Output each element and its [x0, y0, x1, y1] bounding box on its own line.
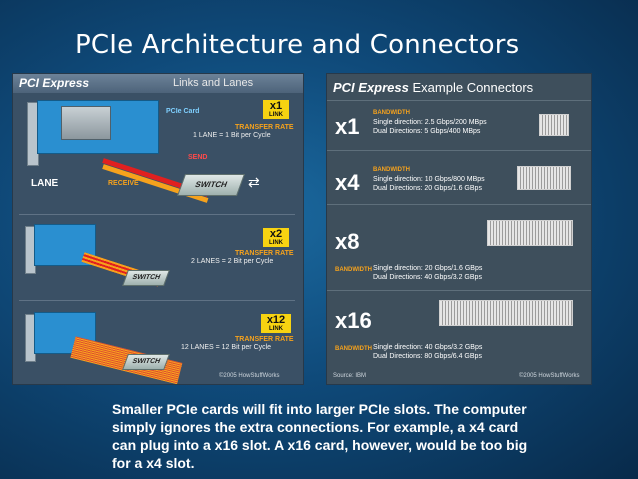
slot-x1: [539, 114, 569, 136]
lane-label: LANE: [31, 178, 59, 189]
left-header-brand: PCI Express: [19, 76, 90, 90]
connector-label-x1: x1: [335, 114, 360, 139]
dual-direction-x4: Dual Directions: 20 Gbps/1.6 GBps: [373, 185, 482, 192]
divider: [327, 150, 591, 151]
divider: [327, 100, 591, 101]
lane-badge-text: x1: [269, 100, 283, 112]
single-direction-x1: Single direction: 2.5 Gbps/200 MBps: [373, 119, 487, 126]
connector-label-x16: x16: [335, 308, 372, 333]
link-word: LINK: [269, 240, 283, 246]
slide-title: PCIe Architecture and Connectors: [75, 30, 520, 60]
divider: [19, 214, 295, 215]
bandwidth-label: BANDWIDTH: [373, 110, 410, 116]
lane-badge-text: x2: [269, 228, 283, 240]
transfer-rate-label: TRANSFER RATE: [235, 124, 294, 131]
bandwidth-label: BANDWIDTH: [373, 167, 410, 173]
slide-caption: Smaller PCIe cards will fit into larger …: [112, 401, 528, 471]
slot-x8: [487, 220, 573, 246]
lane-badge-text: x12: [266, 314, 286, 326]
left-copyright: ©2005 HowStuffWorks: [219, 373, 280, 379]
right-copyright: ©2005 HowStuffWorks: [519, 373, 580, 379]
lane-badge-x2: x2 LINK: [263, 228, 289, 247]
switch-chip-3: SWITCH: [122, 354, 170, 370]
transfer-rate-x1: 1 LANE = 1 Bit per Cycle: [193, 132, 271, 139]
lane-badge-x12: x12 LINK: [261, 314, 291, 333]
switch-chip-2: SWITCH: [122, 270, 170, 286]
connector-label-x8: x8: [335, 229, 360, 254]
link-word: LINK: [269, 326, 283, 332]
right-header-title: Example Connectors: [412, 80, 534, 95]
right-header-brand: PCI Express: [333, 80, 409, 95]
dual-direction-x1: Dual Directions: 5 Gbps/400 MBps: [373, 128, 481, 135]
switch-label: SWITCH: [131, 274, 162, 281]
single-direction-x16: Single direction: 40 Gbps/3.2 GBps: [373, 344, 483, 351]
pcie-card-label: PCIe Card: [166, 108, 200, 115]
divider: [327, 290, 591, 291]
left-figure-header: PCI Express Links and Lanes: [13, 74, 303, 93]
bandwidth-label: BANDWIDTH: [335, 267, 372, 273]
connector-label-x4: x4: [335, 170, 360, 195]
lane-badge-x1: x1 LINK: [263, 100, 289, 119]
transfer-rate-x12: 12 LANES = 12 Bit per Cycle: [181, 344, 272, 351]
slot-x4: [517, 166, 571, 190]
slot-x16: [439, 300, 573, 326]
dual-direction-x8: Dual Directions: 40 Gbps/3.2 GBps: [373, 274, 482, 281]
links-and-lanes-figure: PCI Express Links and Lanes PCIe Card x1…: [12, 73, 304, 385]
receive-label: RECEIVE: [108, 180, 139, 187]
dual-direction-x16: Dual Directions: 80 Gbps/6.4 GBps: [373, 353, 482, 360]
single-direction-x8: Single direction: 20 Gbps/1.6 GBps: [373, 265, 483, 272]
transfer-rate-x2: 2 LANES = 2 Bit per Cycle: [191, 258, 274, 265]
heatsink-fan: [61, 106, 111, 140]
switch-label: SWITCH: [131, 358, 162, 365]
divider: [19, 300, 295, 301]
divider: [327, 204, 591, 205]
switch-label: SWITCH: [193, 180, 229, 189]
left-header-title: Links and Lanes: [173, 77, 254, 89]
right-figure-header: PCI Express Example Connectors: [333, 80, 533, 95]
bandwidth-label: BANDWIDTH: [335, 346, 372, 352]
arrows-icon: ⇄: [248, 174, 260, 190]
link-word: LINK: [269, 112, 283, 118]
send-label: SEND: [188, 154, 208, 161]
single-direction-x4: Single direction: 10 Gbps/800 MBps: [373, 176, 485, 183]
source-credit: Source: IBM: [333, 373, 367, 379]
transfer-rate-label: TRANSFER RATE: [235, 336, 294, 343]
transfer-rate-label: TRANSFER RATE: [235, 250, 294, 257]
switch-chip-1: SWITCH: [176, 174, 246, 196]
example-connectors-figure: PCI Express Example Connectors x1 BANDWI…: [326, 73, 592, 385]
